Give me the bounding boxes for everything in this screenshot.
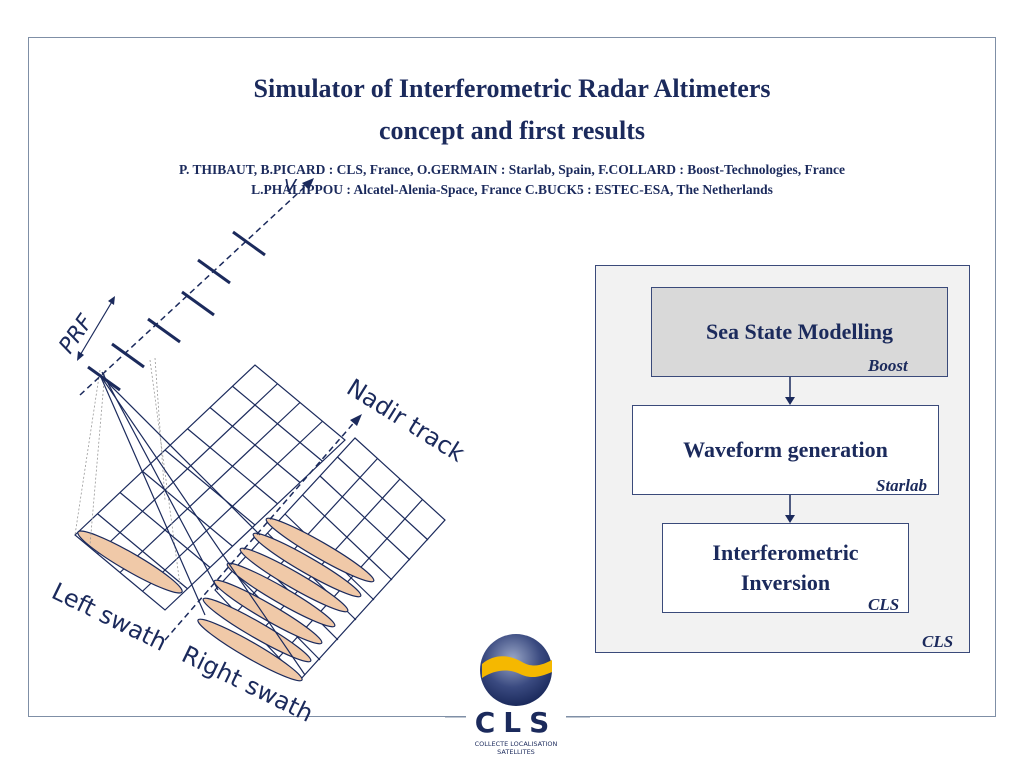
pulse-markers [87, 230, 266, 392]
right-footprint-ellipse [197, 618, 303, 682]
footprint-ellipses [77, 517, 375, 682]
right-footprint-ellipse [226, 562, 336, 628]
authors-line-1: P. THIBAUT, B.PICARD : CLS, France, O.GE… [179, 162, 845, 177]
right-footprint-ellipse [213, 579, 323, 645]
left-footprint-ellipse [77, 530, 183, 594]
title-line-1: Simulator of Interferometric Radar Altim… [253, 74, 771, 103]
cls-logo-text: CLS [474, 706, 558, 739]
authors-line-2: L.PHALIPPOU : Alcatel-Alenia-Space, Fran… [251, 182, 773, 197]
boost-credit: Boost [868, 356, 908, 375]
velocity-arrowhead [302, 178, 314, 190]
waveform-generation-label: Waveform generation [683, 437, 888, 462]
right-footprint-ellipse [239, 547, 349, 613]
beam-lines-solid [99, 371, 306, 676]
sea-state-modelling-label: Sea State Modelling [706, 319, 893, 344]
right-footprint-ellipse [265, 517, 375, 583]
right-footprint-ellipse [202, 597, 312, 663]
nadir-track-arrow [164, 417, 359, 641]
waveform-generation-box: Waveform generation [632, 405, 939, 495]
interferometric-inversion-label-1: Interferometric [712, 540, 859, 565]
prf-arrow [78, 299, 114, 358]
satellite-track-line [79, 181, 311, 396]
starlab-credit: Starlab [876, 476, 928, 495]
cls-logo-tagline: COLLECTE LOCALISATION SATELLITES [474, 740, 558, 756]
right-footprint-ellipse [252, 532, 362, 598]
left-swath-grid [74, 364, 346, 611]
cls-step-credit: CLS [868, 595, 900, 614]
cls-panel-credit: CLS [922, 632, 954, 651]
interferometric-inversion-box: Interferometric Inversion [662, 523, 909, 613]
sea-state-modelling-box: Sea State Modelling [651, 287, 948, 377]
title-line-2: concept and first results [378, 116, 645, 145]
velocity-label: V [284, 176, 298, 197]
interferometric-inversion-label-2: Inversion [740, 570, 831, 595]
